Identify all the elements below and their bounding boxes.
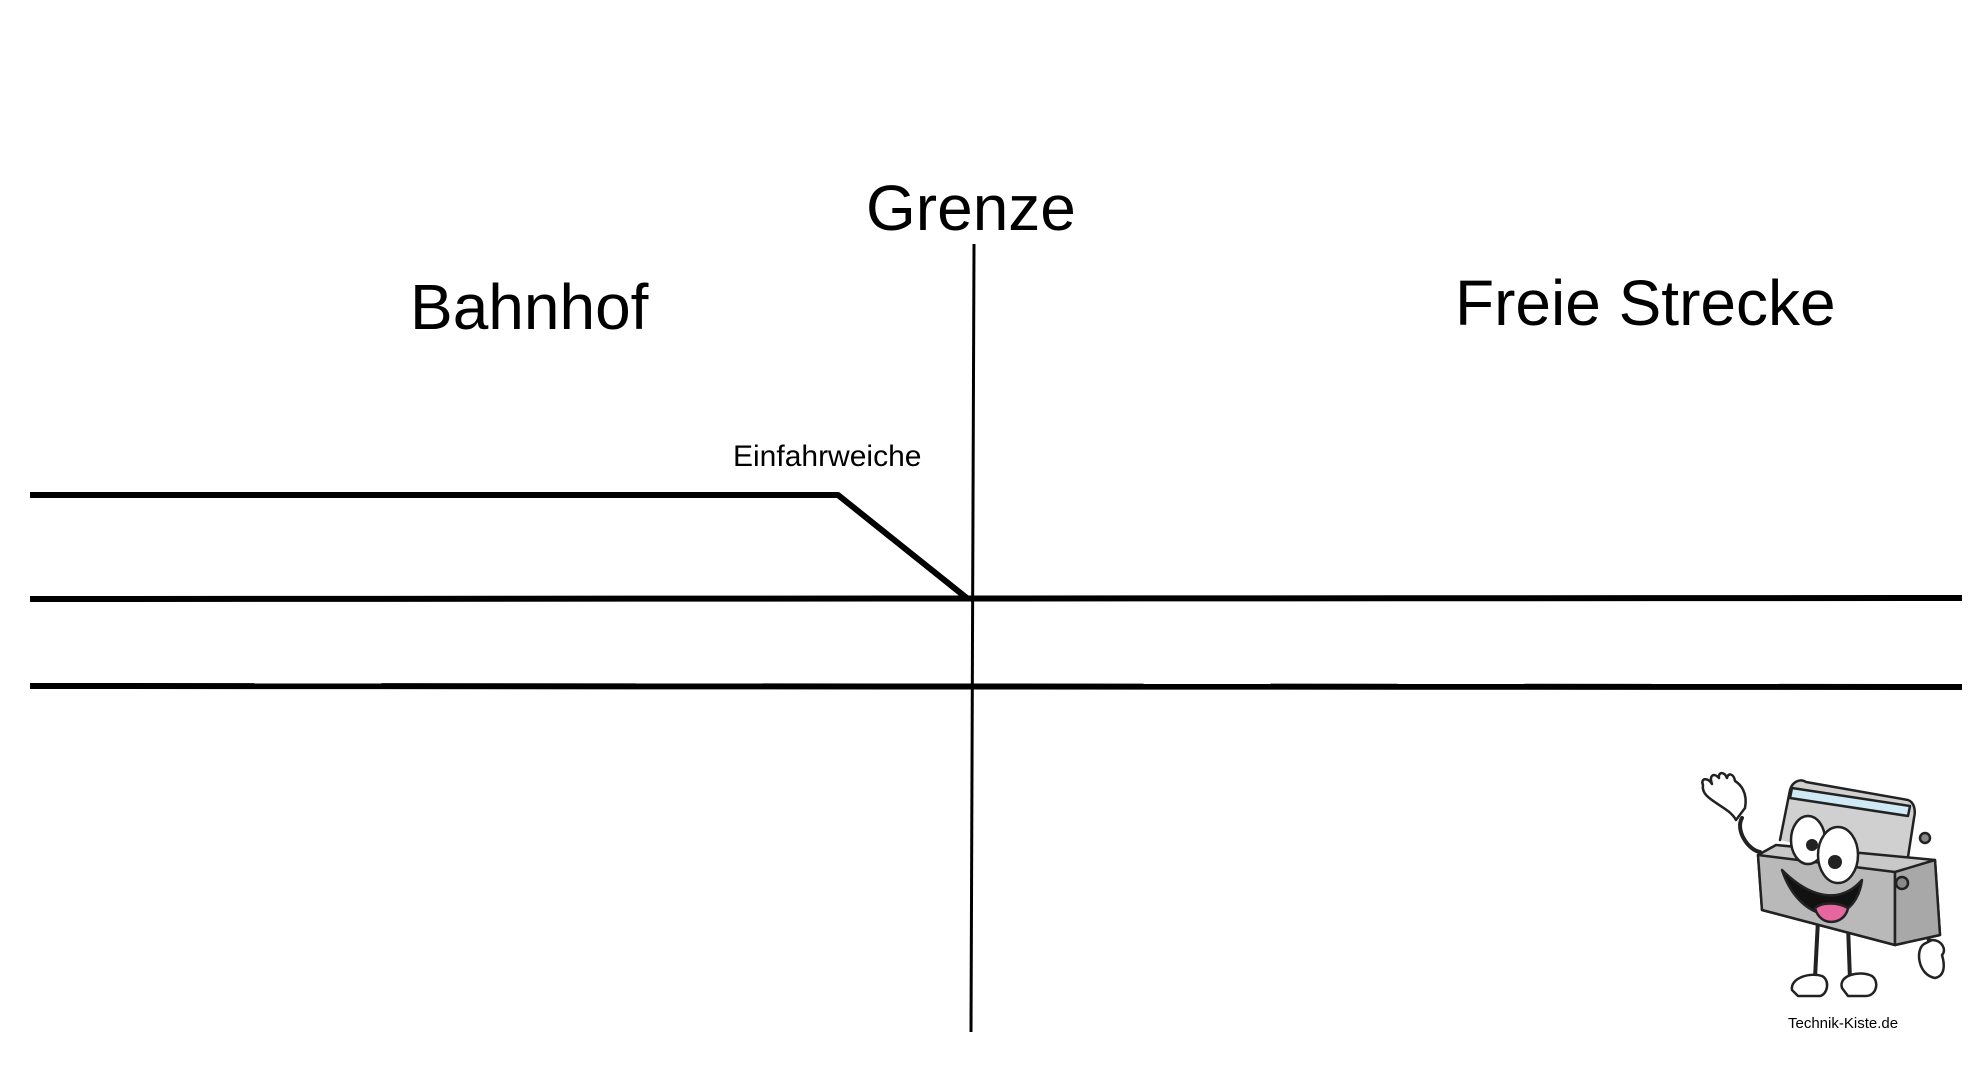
upper-siding-track bbox=[30, 492, 970, 602]
boundary-line bbox=[969, 243, 976, 1033]
toolbox-mascot-icon bbox=[1701, 771, 1946, 998]
entry-switch-label: Einfahrweiche bbox=[733, 440, 922, 473]
boundary-label: Grenze bbox=[866, 172, 1076, 244]
lower-track bbox=[29, 683, 1963, 690]
main-track bbox=[29, 595, 1963, 602]
station-label: Bahnhof bbox=[410, 271, 649, 343]
brand-label: Technik-Kiste.de bbox=[1788, 1015, 1899, 1032]
open-line-label: Freie Strecke bbox=[1455, 267, 1836, 339]
